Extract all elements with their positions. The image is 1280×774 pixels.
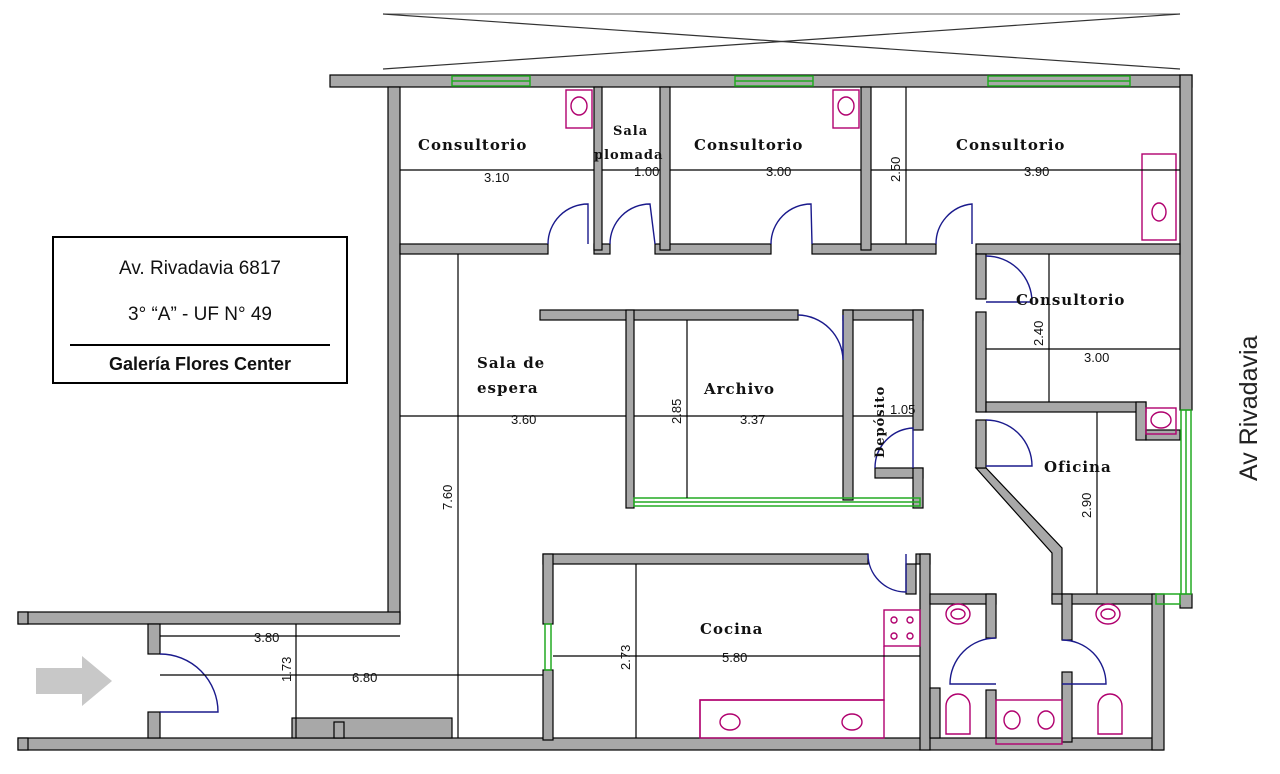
bathtub-icon — [1141, 153, 1177, 241]
room-label-consultorio-4: Consultorio — [1016, 291, 1125, 309]
room-label-archivo: Archivo — [703, 380, 775, 398]
dim-consultorio-3-height: 2.50 — [888, 157, 903, 182]
address-info-box: Av. Rivadavia 6817 3° “A” - UF N° 49 Gal… — [52, 236, 348, 384]
dimension-lines — [160, 87, 1180, 738]
dim-oficina-height: 2.90 — [1079, 493, 1094, 518]
dim-cocina-width: 5.80 — [722, 650, 747, 665]
building-name: Galería Flores Center — [108, 354, 292, 374]
room-label-sala-espera-2: espera — [477, 379, 539, 397]
entry-arrow-icon — [36, 656, 112, 706]
room-label-consultorio-3: Consultorio — [956, 136, 1065, 154]
dim-hall-height: 1.73 — [279, 657, 294, 682]
unit-text: 3° “A” - UF N° 49 — [128, 304, 272, 325]
sink-icon — [565, 89, 593, 129]
address-text: Av. Rivadavia 6817 — [119, 258, 281, 279]
stove-icon — [883, 609, 921, 647]
dim-espera-height: 7.60 — [440, 485, 455, 510]
room-label-consultorio-1: Consultorio — [418, 136, 527, 154]
room-labels: Consultorio Sala plomada Consultorio Con… — [418, 124, 1125, 638]
dim-cocina-height: 2.73 — [618, 645, 633, 670]
room-label-sala-plomada-1: Sala — [613, 124, 648, 139]
room-label-oficina: Oficina — [1044, 458, 1112, 476]
sink-icon — [1145, 407, 1177, 435]
dim-espera-width: 3.60 — [511, 412, 536, 427]
dim-total-length: 6.80 — [352, 670, 377, 685]
room-label-sala-espera-1: Sala de — [477, 354, 545, 372]
dim-consultorio-3-width: 3.90 — [1024, 164, 1049, 179]
dim-consultorio-1-width: 3.10 — [484, 170, 509, 185]
street-label-container: Av Rivadavia — [1235, 335, 1263, 481]
sink-icon — [945, 603, 971, 625]
double-sink-icon — [995, 699, 1063, 745]
room-label-sala-plomada-2: plomada — [594, 148, 663, 163]
sink-icon — [832, 89, 860, 129]
dim-archivo-height: 2.85 — [669, 399, 684, 424]
dim-consultorio-2-width: 3.00 — [766, 164, 791, 179]
dim-archivo-width: 3.37 — [740, 412, 765, 427]
sink-icon — [1095, 603, 1121, 625]
dim-sala-plomada-width: 1.00 — [634, 164, 659, 179]
fixtures — [565, 89, 1177, 745]
room-label-cocina: Cocina — [700, 620, 763, 638]
dim-consultorio-4-width: 3.00 — [1084, 350, 1109, 365]
room-label-deposito: Depósito — [873, 386, 888, 458]
walls — [17, 74, 1193, 751]
dimension-labels: 3.10 1.00 3.00 2.50 3.90 2.40 3.00 3.60 … — [254, 157, 1109, 685]
room-label-consultorio-2: Consultorio — [694, 136, 803, 154]
doors — [159, 203, 1107, 713]
dim-consultorio-4-height: 2.40 — [1031, 321, 1046, 346]
info-divider — [70, 344, 330, 346]
toilet-icon — [1097, 693, 1123, 735]
dim-deposito-width: 1.05 — [890, 402, 915, 417]
windows — [451, 75, 1192, 671]
street-lines — [382, 13, 1181, 70]
street-label: Av Rivadavia — [1235, 335, 1263, 481]
toilet-icon — [945, 693, 971, 735]
dim-hall-width: 3.80 — [254, 630, 279, 645]
